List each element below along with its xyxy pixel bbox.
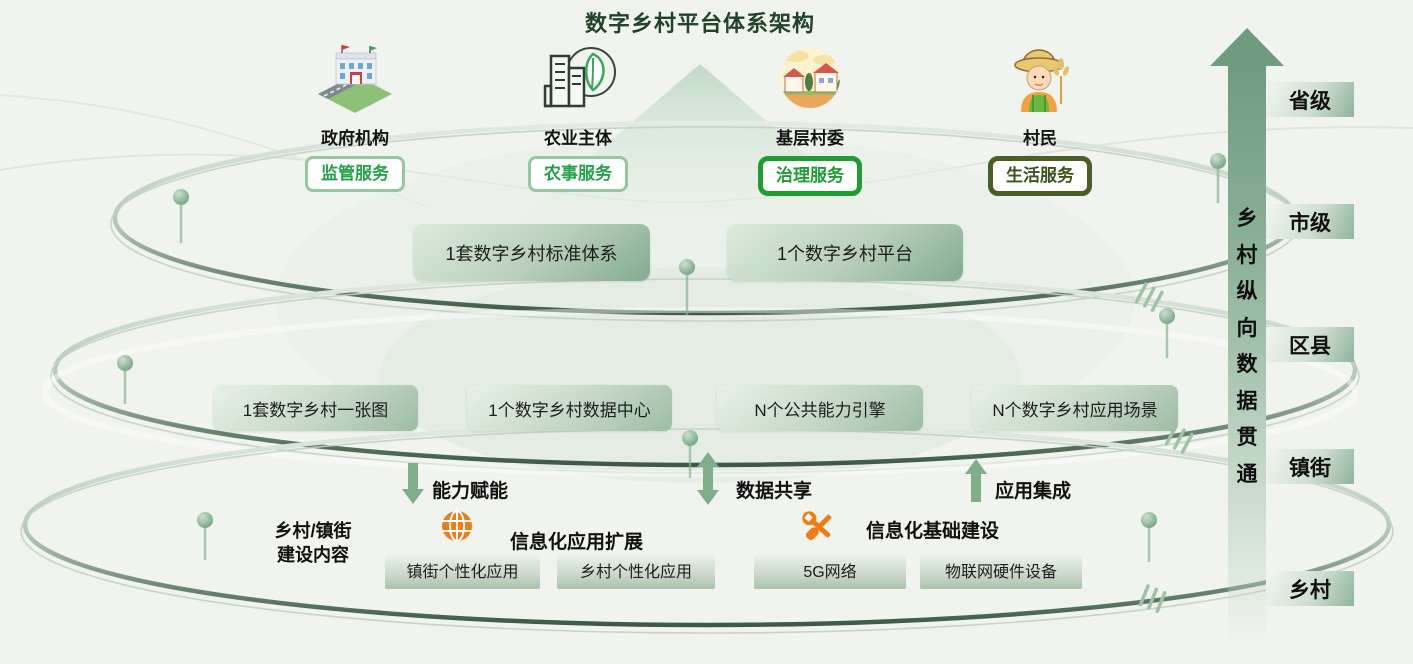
map-pin-icon xyxy=(682,430,698,478)
level-bar-city: 市级 xyxy=(1266,204,1354,239)
actor-name: 村民 xyxy=(1023,129,1057,148)
map-pin-icon xyxy=(679,259,695,315)
actor-name: 政府机构 xyxy=(321,129,389,148)
hatch-marks xyxy=(1138,584,1167,614)
service-pill: 农事服务 xyxy=(528,156,628,192)
actor-name: 基层村委 xyxy=(776,129,844,148)
platter-middle xyxy=(52,272,1358,468)
box-town-custom-app: 镇街个性化应用 xyxy=(385,551,540,589)
map-pin-icon xyxy=(173,189,189,243)
level-bar-province: 省级 xyxy=(1266,82,1354,117)
service-pill: 生活服务 xyxy=(988,156,1092,196)
flow-label-data-sharing: 数据共享 xyxy=(736,481,813,502)
box-village-custom-app: 乡村个性化应用 xyxy=(557,551,715,589)
page-title: 数字乡村平台体系架构 xyxy=(584,11,815,36)
build-content-line1: 乡村/镇街 xyxy=(274,521,352,541)
actor-government: 政府机构 监管服务 xyxy=(280,42,430,192)
actor-agriculture: 农业主体 农事服务 xyxy=(503,42,653,192)
build-content-label: 乡村/镇街 建设内容 xyxy=(258,519,368,567)
capability-box-data-center: 1个数字乡村数据中心 xyxy=(467,385,672,431)
level-bar-town: 镇街 xyxy=(1266,449,1354,484)
faint-curve xyxy=(0,126,1413,204)
map-pin-icon xyxy=(1159,308,1175,358)
capability-box-public-engine: N个公共能力引擎 xyxy=(717,385,923,431)
vertical-axis-label: 乡村纵向数据贯通 xyxy=(1236,207,1258,486)
map-pin-icon xyxy=(117,355,133,404)
flow-label-capability: 能力赋能 xyxy=(432,481,509,502)
down-arrow-icon xyxy=(402,463,424,504)
map-pin-icon xyxy=(1210,153,1226,203)
hatch-marks xyxy=(1134,282,1164,312)
actor-villager: 村民 生活服务 xyxy=(965,42,1115,196)
double-arrow-icon xyxy=(697,452,719,505)
platter-middle-echo xyxy=(50,278,1360,474)
globe-icon xyxy=(439,508,475,549)
platform-box-village-platform: 1个数字乡村平台 xyxy=(727,224,963,281)
actor-name: 农业主体 xyxy=(544,129,612,148)
big-up-arrow-head-icon xyxy=(1210,28,1284,66)
box-5g-network: 5G网络 xyxy=(754,551,906,589)
capability-box-app-scenes: N个数字乡村应用场景 xyxy=(972,385,1178,431)
village-scene-icon xyxy=(767,42,853,120)
agri-building-leaf-icon xyxy=(535,42,621,120)
map-pin-icon xyxy=(197,512,213,560)
tools-icon xyxy=(797,505,841,554)
service-pill: 监管服务 xyxy=(305,156,405,192)
build-content-line2: 建设内容 xyxy=(277,545,349,565)
actor-village-committee: 基层村委 治理服务 xyxy=(735,42,885,196)
box-iot-hardware: 物联网硬件设备 xyxy=(920,551,1082,589)
level-bar-village: 乡村 xyxy=(1266,571,1354,606)
soft-blob xyxy=(380,267,1020,483)
infra-build-title: 信息化基础建设 xyxy=(866,521,1000,542)
up-arrow-icon xyxy=(965,459,987,502)
map-pin-icon xyxy=(1141,512,1157,562)
capability-box-one-map: 1套数字乡村一张图 xyxy=(213,385,418,431)
app-expansion-title: 信息化应用扩展 xyxy=(510,532,644,553)
platform-box-standard-system: 1套数字乡村标准体系 xyxy=(413,224,650,281)
farmer-icon xyxy=(997,42,1083,120)
government-building-icon xyxy=(312,42,398,120)
level-bar-county: 区县 xyxy=(1266,327,1354,362)
service-pill: 治理服务 xyxy=(758,156,862,196)
flow-label-app-integration: 应用集成 xyxy=(995,481,1072,502)
